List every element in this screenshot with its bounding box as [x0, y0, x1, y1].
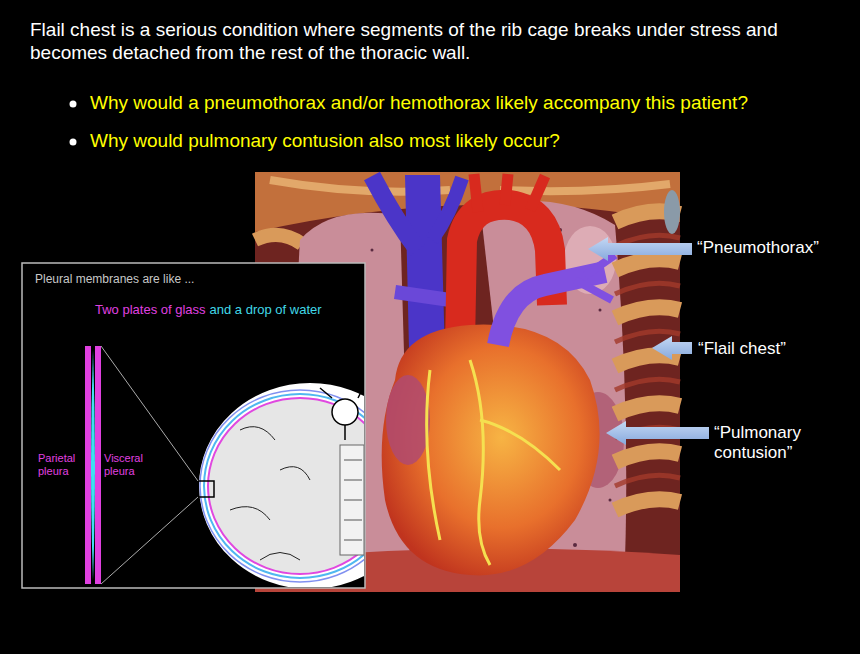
callout-label: “Pulmonary contusion” — [714, 423, 844, 463]
bullet-dot — [70, 101, 77, 146]
callout-label: “Pneumothorax” — [697, 238, 857, 258]
bullet-question: Why would a pneumothorax and/or hemothor… — [90, 92, 850, 114]
pleura-label: Visceral pleura — [104, 452, 154, 478]
analogy-text: and a drop of water — [210, 302, 322, 317]
pleura-inset — [22, 263, 422, 590]
slide-title: Flail chest is a serious condition where… — [30, 18, 845, 64]
callout-label: “Flail chest” — [698, 339, 848, 359]
panel-heading: Pleural membranes are like ... — [35, 272, 335, 286]
pleura-label: Parietal pleura — [38, 452, 85, 478]
bullet-question: Why would pulmonary contusion also most … — [90, 130, 850, 152]
callout-arrow — [588, 237, 709, 445]
analogy-text: Two plates of glass — [95, 302, 206, 317]
inset-panel: Pleural membranes are like ... Two plates… — [22, 263, 365, 588]
